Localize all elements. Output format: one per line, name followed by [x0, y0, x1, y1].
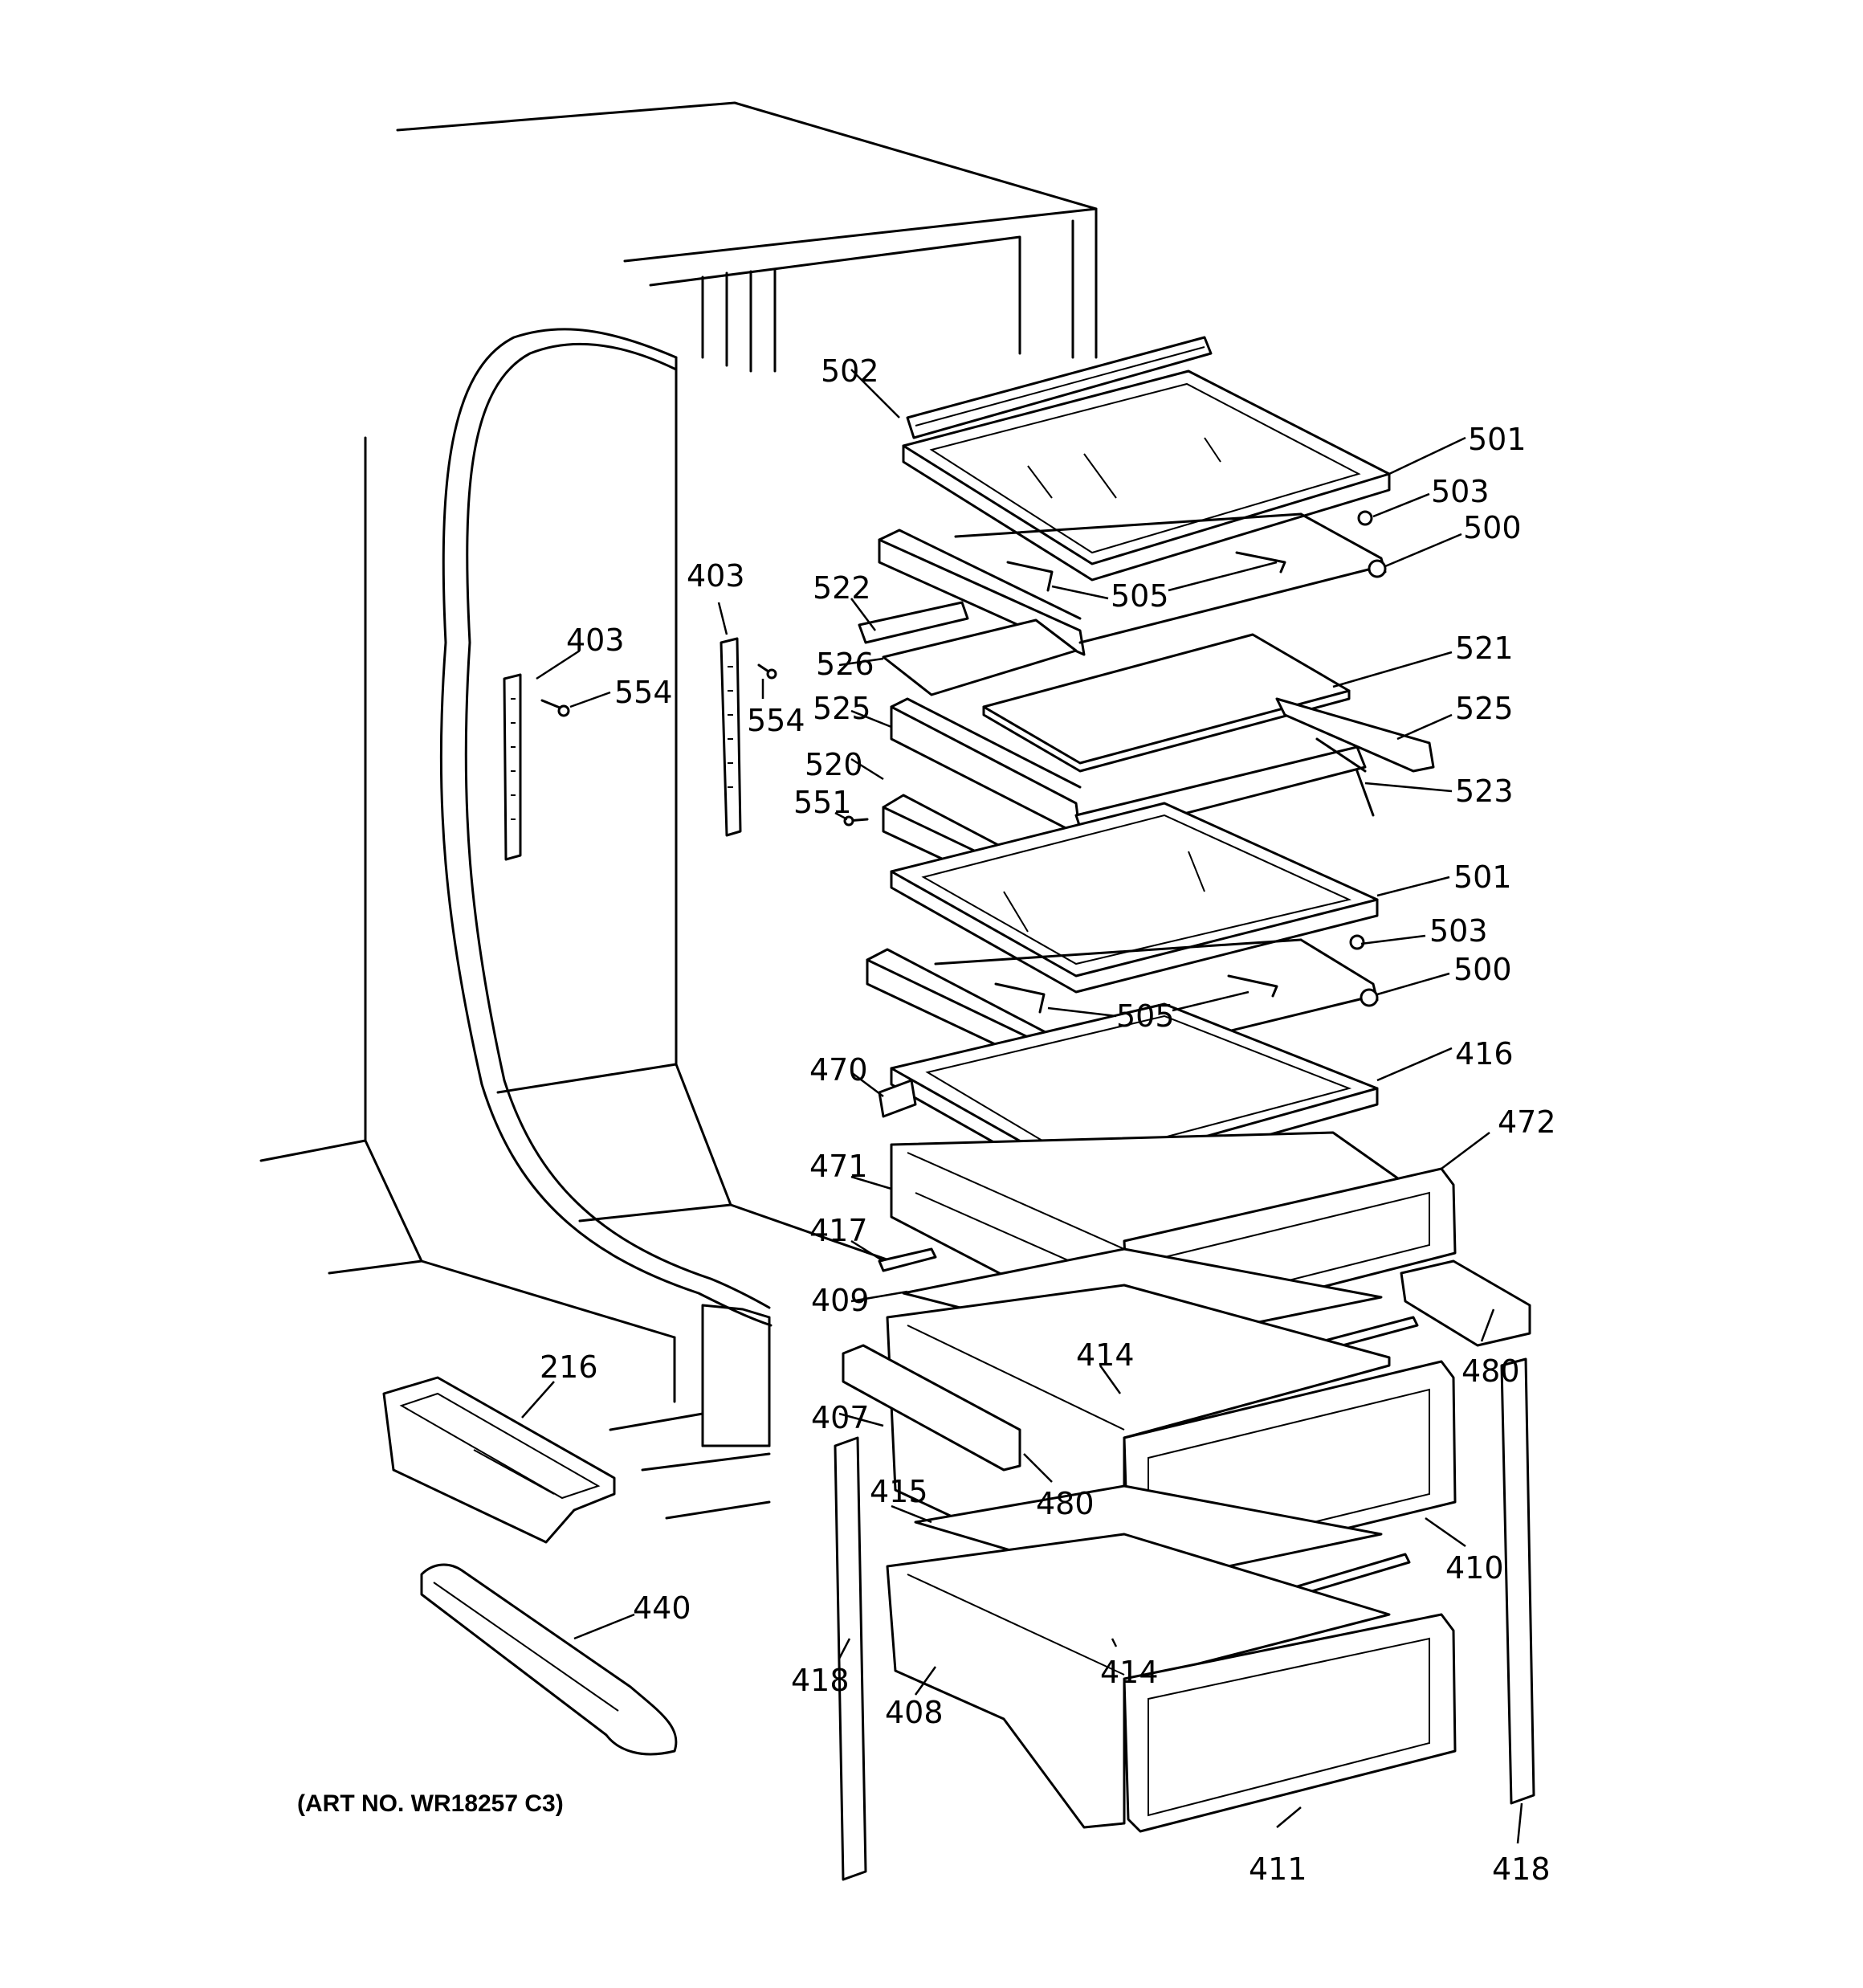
cover-support-470 [878, 1079, 917, 1118]
label-471: 471 [809, 1149, 868, 1184]
cover-440 [420, 1563, 678, 1756]
label-416: 416 [1455, 1036, 1514, 1072]
label-525-left: 525 [813, 691, 871, 726]
divider-417 [878, 1247, 937, 1272]
glass-526 [882, 618, 1078, 696]
label-501-middle: 501 [1453, 859, 1512, 895]
label-505-top: 505 [1111, 578, 1169, 614]
shelf-support-rail-left [503, 673, 522, 861]
label-411: 411 [1249, 1851, 1307, 1887]
leader-lines [521, 369, 1523, 1844]
pan-front-411 [1123, 1613, 1457, 1833]
label-500-top: 500 [1463, 510, 1522, 545]
label-403-left: 403 [566, 623, 625, 658]
label-523: 523 [1455, 774, 1514, 809]
label-418-left: 418 [791, 1663, 850, 1698]
label-440: 440 [633, 1590, 691, 1626]
bumper-503-top [1357, 510, 1373, 526]
dairy-bin-216 [382, 1376, 616, 1544]
middle-glass-shelf-501 [890, 802, 1379, 994]
label-415: 415 [870, 1474, 928, 1509]
label-470: 470 [809, 1052, 868, 1088]
label-502: 502 [821, 353, 879, 389]
slide-rail-522 [858, 601, 969, 644]
label-501-top: 501 [1468, 422, 1527, 457]
side-rail-418-left [834, 1436, 867, 1881]
label-472: 472 [1498, 1104, 1556, 1140]
label-526: 526 [816, 647, 874, 682]
screw-551 [843, 815, 869, 827]
label-418-right: 418 [1492, 1851, 1551, 1887]
label-554-right: 554 [747, 703, 805, 738]
screw-554-right [757, 663, 777, 680]
label-551: 551 [793, 785, 852, 820]
bumper-503-middle [1349, 934, 1365, 950]
top-shelf-trim-502 [906, 336, 1213, 439]
side-rail-418-right [1500, 1357, 1535, 1805]
shelf-support-rail-right [720, 637, 742, 837]
label-525-right: 525 [1455, 691, 1514, 726]
label-414-lower: 414 [1100, 1655, 1159, 1690]
label-407: 407 [811, 1400, 870, 1435]
glass-shelf-521 [982, 633, 1351, 773]
label-403-right: 403 [687, 558, 745, 594]
label-414-upper: 414 [1076, 1337, 1135, 1373]
label-410: 410 [1445, 1550, 1504, 1586]
label-480-right: 480 [1461, 1353, 1520, 1389]
label-503-top: 503 [1431, 474, 1490, 509]
refrigerator-cabinet [259, 101, 1098, 1520]
label-409: 409 [811, 1283, 870, 1318]
label-480-middle: 480 [1036, 1486, 1095, 1521]
slide-480-right [1400, 1259, 1531, 1347]
screw-554-left [540, 699, 570, 717]
label-408: 408 [885, 1695, 944, 1730]
label-503-middle: 503 [1429, 913, 1488, 949]
pan-cover-416 [890, 1002, 1379, 1190]
label-216: 216 [540, 1349, 598, 1385]
label-417: 417 [809, 1213, 868, 1248]
crisper-pan-408 [886, 1533, 1391, 1829]
part-labels: 502 501 503 500 505 522 526 521 525 525 … [297, 353, 1556, 1887]
label-522: 522 [813, 570, 871, 606]
label-505-middle: 505 [1116, 998, 1175, 1034]
label-520: 520 [805, 747, 863, 782]
label-554-left: 554 [614, 675, 673, 710]
slide-480-left [842, 1344, 1021, 1472]
art-number: (ART NO. WR18257 C3) [297, 1790, 564, 1817]
label-500-middle: 500 [1453, 952, 1512, 987]
label-521: 521 [1455, 631, 1514, 666]
